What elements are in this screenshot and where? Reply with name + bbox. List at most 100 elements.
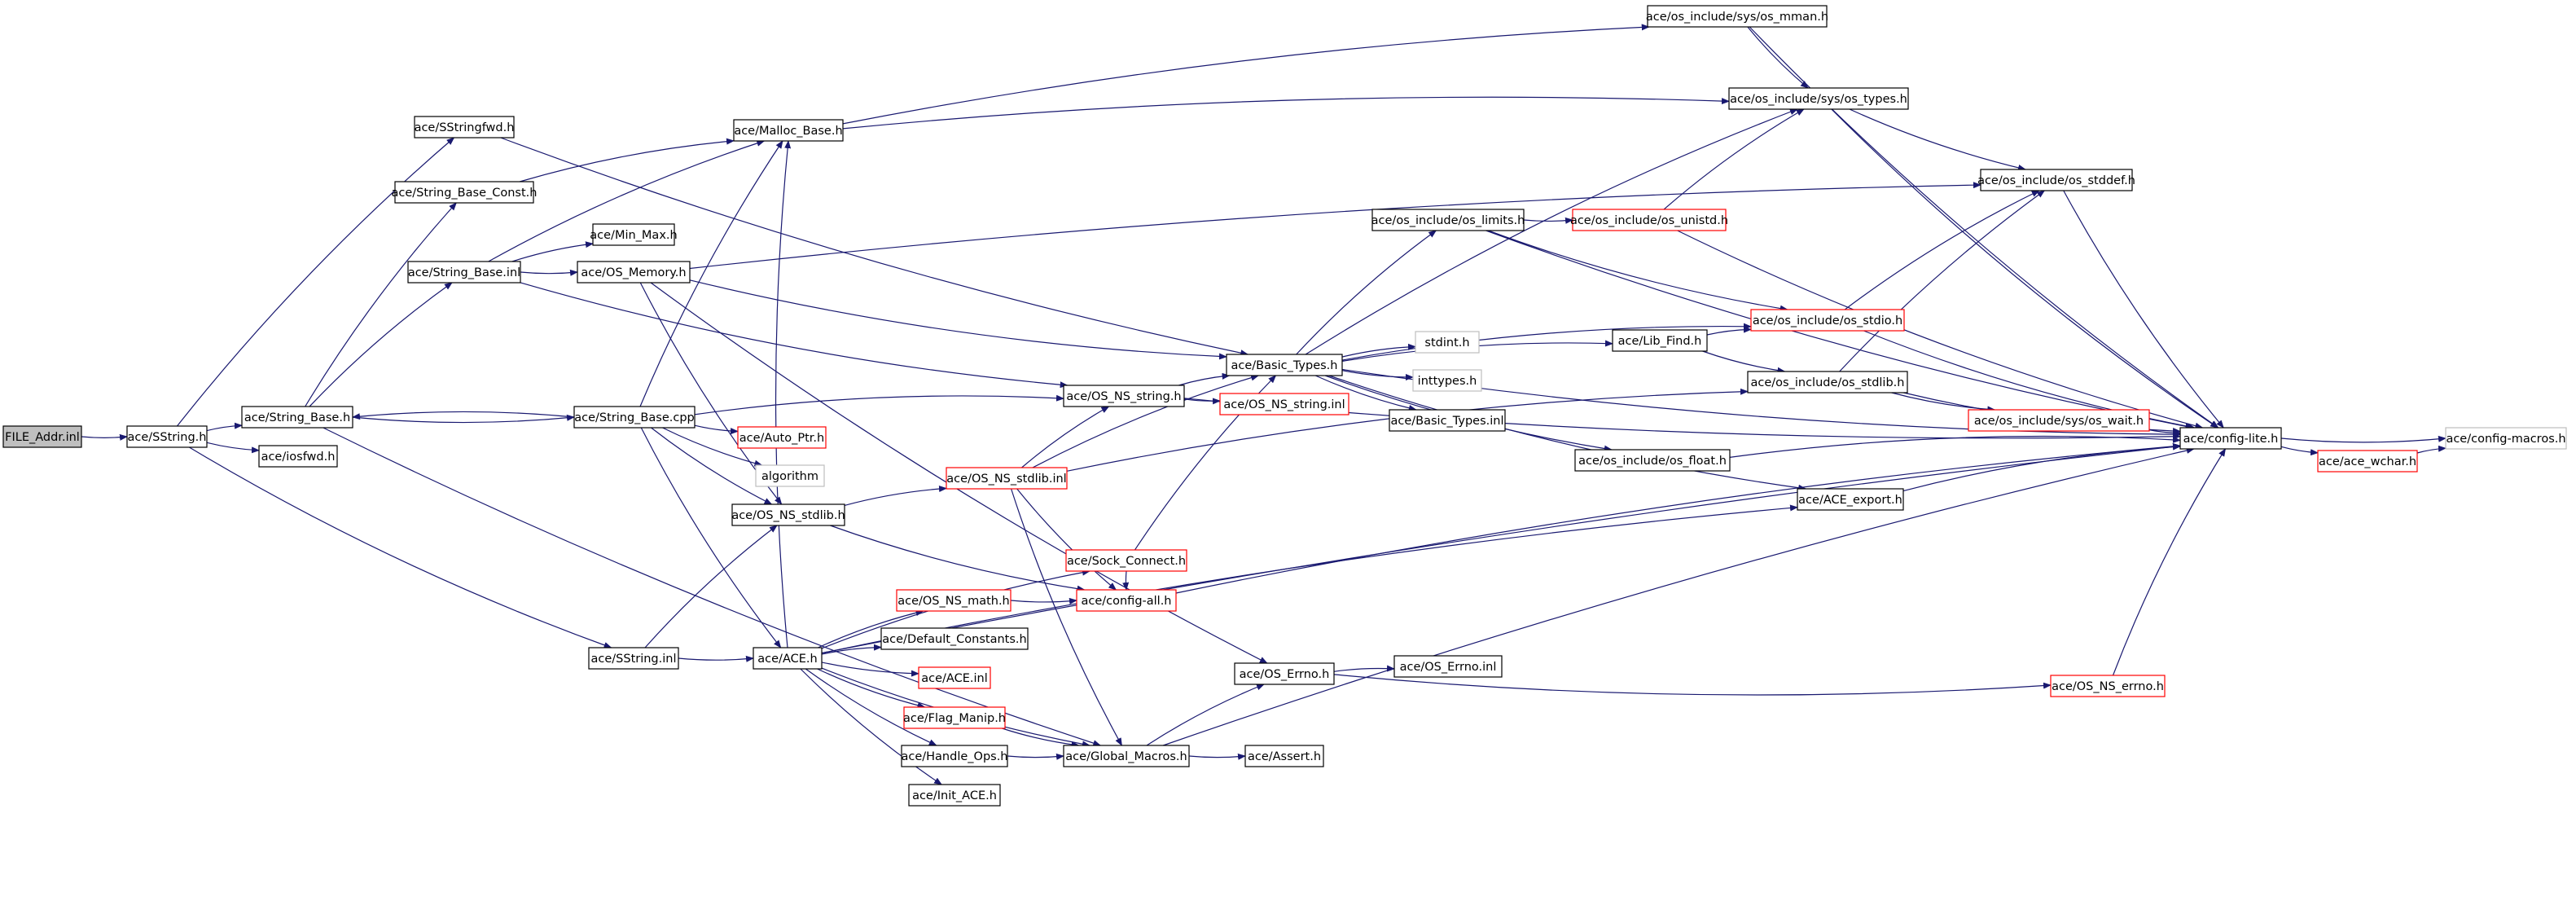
node-label: ace/Basic_Types.inl	[1390, 415, 1503, 428]
node-label: ace/ACE.inl	[921, 672, 987, 685]
node-label: ace/OS_NS_string.inl	[1223, 398, 1345, 411]
edge-string_base_inl-to-os_ns_string_h	[520, 282, 1069, 389]
edge-ace_h-to-default_constants_h	[821, 644, 882, 655]
node-os_memory_h[interactable]: ace/OS_Memory.h	[577, 261, 691, 284]
edge-config_all_h-to-config_lite_h	[1175, 442, 2181, 594]
node-box	[918, 666, 991, 689]
node-malloc_base_h[interactable]: ace/Malloc_Base.h	[733, 119, 844, 142]
node-box	[573, 406, 696, 429]
edge-sstring_inl-to-ace_h	[678, 655, 754, 662]
node-os_errno_inl[interactable]: ace/OS_Errno.inl	[1393, 655, 1503, 678]
node-label: ace/Flag_Manip.h	[903, 712, 1006, 725]
node-os_limits_h[interactable]: ace/os_include/os_limits.h	[1371, 209, 1525, 231]
node-label: ace/OS_Errno.inl	[1400, 661, 1497, 674]
node-box	[394, 181, 534, 204]
node-handle_ops_h[interactable]: ace/Handle_Ops.h	[901, 745, 1008, 767]
edge-os_mman_h-to-config_lite_h	[1749, 26, 2219, 429]
edge-os_types_h-to-config_lite_h	[1831, 108, 2219, 429]
edge-basic_types_h-to-basic_types_inl	[1314, 375, 1417, 411]
node-config_all_h[interactable]: ace/config-all.h	[1076, 589, 1177, 612]
node-sstringfwd_h[interactable]: ace/SStringfwd.h	[414, 116, 515, 138]
node-config_lite_h[interactable]: ace/config-lite.h	[2179, 427, 2282, 450]
node-assert_h[interactable]: ace/Assert.h	[1244, 745, 1324, 767]
node-box	[1728, 87, 1909, 110]
node-label: ace/OS_NS_stdlib.h	[731, 509, 845, 522]
node-os_types_h[interactable]: ace/os_include/sys/os_types.h	[1728, 87, 1909, 110]
edge-os_types_h-to-os_stddef_h	[1849, 108, 2026, 171]
edge-os_errno_h-to-os_ns_errno_h	[1333, 674, 2052, 696]
node-lib_find_h[interactable]: ace/Lib_Find.h	[1612, 329, 1708, 352]
edge-os_stdio_h-to-os_stddef_h	[1844, 190, 2040, 310]
edge-os_ns_string_h-to-basic_types_h	[1178, 372, 1231, 386]
node-ace_inl[interactable]: ace/ACE.inl	[918, 666, 991, 689]
node-label: ace/String_Base_Const.h	[392, 187, 538, 200]
node-sock_connect_h[interactable]: ace/Sock_Connect.h	[1065, 549, 1187, 572]
node-box	[1226, 354, 1343, 376]
node-ace_export_h[interactable]: ace/ACE_export.h	[1797, 488, 1904, 511]
edge-config_lite_h-to-config_macros_h	[2280, 435, 2447, 443]
node-os_stdlib_h[interactable]: ace/os_include/os_stdlib.h	[1747, 371, 1908, 393]
node-min_max_h[interactable]: ace/Min_Max.h	[590, 223, 678, 246]
edge-string_base_cpp-to-os_ns_string_h	[694, 394, 1064, 415]
edge-os_ns_stdlib_inl-to-global_macros_h	[1011, 488, 1122, 746]
node-os_float_h[interactable]: ace/os_include/os_float.h	[1574, 449, 1731, 472]
node-os_ns_string_inl[interactable]: ace/OS_NS_string.inl	[1219, 393, 1349, 415]
node-label: ace/OS_Memory.h	[581, 266, 686, 279]
node-inttypes_h: inttypes.h	[1412, 369, 1482, 392]
node-string_base_inl[interactable]: ace/String_Base.inl	[407, 261, 521, 284]
node-label: ace/Auto_Ptr.h	[739, 432, 824, 445]
node-label: ace/OS_NS_stdlib.inl	[946, 473, 1066, 486]
node-label: ace/Basic_Types.h	[1231, 359, 1338, 372]
edge-os_ns_stdlib_h-to-config_all_h	[830, 525, 1086, 592]
node-label: ace/OS_NS_string.h	[1066, 390, 1181, 403]
node-ace_wchar_h[interactable]: ace/ace_wchar.h	[2317, 450, 2418, 473]
node-sstring_inl[interactable]: ace/SString.inl	[588, 647, 679, 670]
edge-os_ns_stdlib_inl-to-os_ns_string_h	[1021, 406, 1110, 468]
node-string_base_const_h[interactable]: ace/String_Base_Const.h	[392, 181, 538, 204]
node-basic_types_inl[interactable]: ace/Basic_Types.inl	[1389, 409, 1506, 432]
node-box	[588, 647, 679, 670]
edge-os_stdlib_h-to-os_stddef_h	[1839, 190, 2046, 372]
node-label: ace/os_include/os_stdlib.h	[1751, 376, 1905, 389]
node-label: ace/Global_Macros.h	[1065, 750, 1187, 763]
node-label: ace/Assert.h	[1248, 750, 1321, 763]
node-os_ns_math_h[interactable]: ace/OS_NS_math.h	[896, 589, 1012, 612]
edge-ace_wchar_h-to-config_macros_h	[2416, 445, 2447, 454]
edge-global_macros_h-to-config_lite_h	[1163, 447, 2195, 746]
edge-ace_h-to-os_ns_math_h	[818, 609, 924, 648]
node-label: ace/String_Base.h	[244, 411, 350, 424]
node-box	[2179, 427, 2282, 450]
node-os_stddef_h[interactable]: ace/os_include/os_stddef.h	[1977, 169, 2135, 191]
edge-sstring_h-to-iosfwd_h	[206, 442, 260, 454]
node-os_ns_stdlib_inl[interactable]: ace/OS_NS_stdlib.inl	[946, 467, 1068, 490]
edge-sstring_h-to-sstringfwd_h	[177, 137, 455, 427]
node-box	[1393, 655, 1503, 678]
node-box	[241, 406, 353, 429]
node-string_base_h[interactable]: ace/String_Base.h	[241, 406, 353, 429]
edge-ace_h-to-config_lite_h	[821, 443, 2181, 654]
node-default_constants_h[interactable]: ace/Default_Constants.h	[880, 627, 1029, 650]
node-os_ns_errno_h[interactable]: ace/OS_NS_errno.h	[2050, 675, 2166, 697]
node-iosfwd_h[interactable]: ace/iosfwd.h	[258, 445, 338, 468]
node-flag_manip_h[interactable]: ace/Flag_Manip.h	[903, 706, 1006, 729]
node-os_ns_string_h[interactable]: ace/OS_NS_string.h	[1063, 385, 1185, 407]
node-sstring_h[interactable]: ace/SString.h	[126, 425, 208, 448]
node-auto_ptr_h[interactable]: ace/Auto_Ptr.h	[737, 426, 827, 449]
edge-os_ns_stdlib_inl-to-config_all_h	[1016, 488, 1117, 591]
node-os_stdio_h[interactable]: ace/os_include/os_stdio.h	[1750, 309, 1905, 332]
node-basic_types_h[interactable]: ace/Basic_Types.h	[1226, 354, 1343, 376]
node-os_wait_h[interactable]: ace/os_include/sys/os_wait.h	[1968, 409, 2150, 432]
node-label: ace/os_include/os_limits.h	[1371, 214, 1525, 227]
node-string_base_cpp[interactable]: ace/String_Base.cpp	[573, 406, 696, 429]
node-ace_h[interactable]: ace/ACE.h	[753, 647, 823, 670]
node-os_unistd_h[interactable]: ace/os_include/os_unistd.h	[1570, 209, 1728, 231]
node-label: ace/SStringfwd.h	[415, 121, 515, 134]
node-label: ace/iosfwd.h	[261, 451, 336, 464]
node-os_mman_h[interactable]: ace/os_include/sys/os_mman.h	[1646, 5, 1828, 28]
node-init_ace_h[interactable]: ace/Init_ACE.h	[908, 784, 1001, 807]
node-os_ns_stdlib_h[interactable]: ace/OS_NS_stdlib.h	[731, 503, 845, 526]
node-os_errno_h[interactable]: ace/OS_Errno.h	[1234, 662, 1335, 685]
node-global_macros_h[interactable]: ace/Global_Macros.h	[1063, 745, 1190, 767]
node-box	[896, 589, 1012, 612]
